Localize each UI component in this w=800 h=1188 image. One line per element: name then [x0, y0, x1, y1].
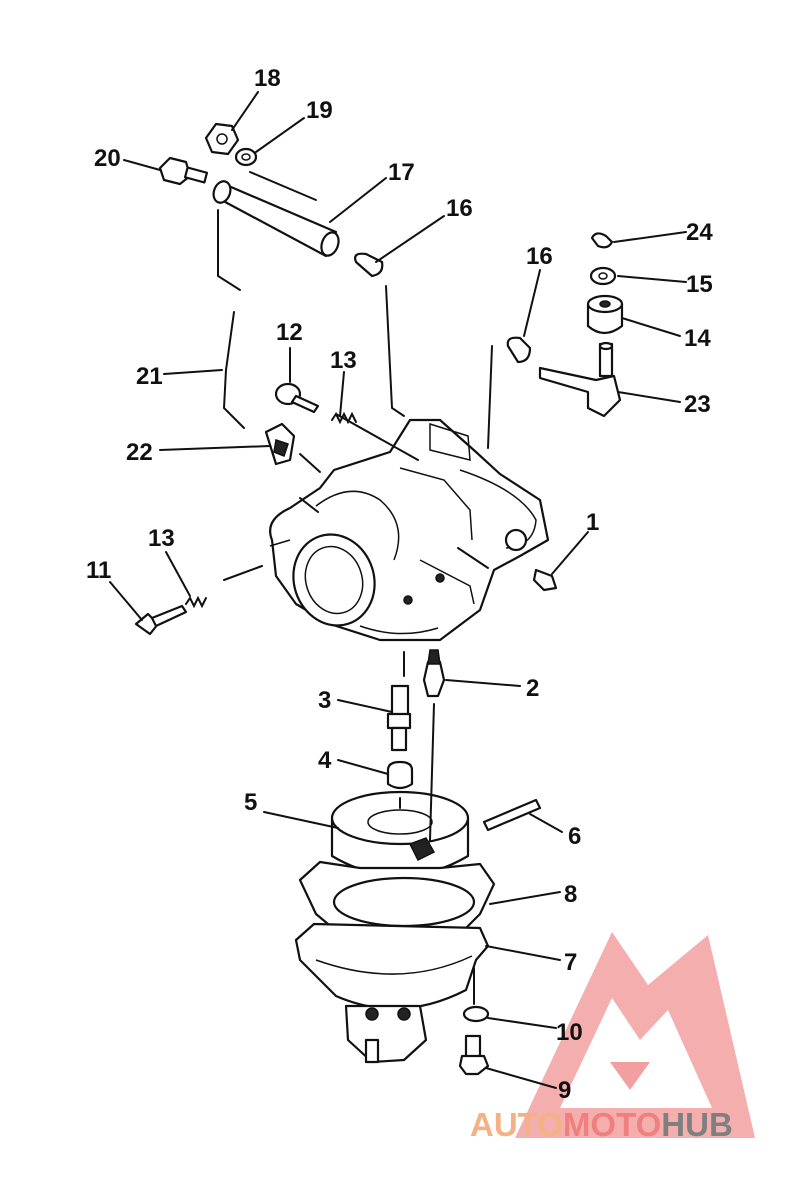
callout-2: 2: [526, 675, 539, 702]
part-19-washer: [234, 147, 258, 167]
part-22-knob: [264, 422, 296, 466]
callout-7: 7: [564, 949, 577, 976]
leader-lines: [109, 91, 687, 1089]
part-18-nut: [204, 122, 240, 156]
callout-11: 11: [86, 557, 111, 584]
callout-22: 22: [126, 439, 153, 466]
callout-17: 17: [388, 159, 415, 186]
part-14-roller: [586, 294, 624, 335]
part-4-plug: [386, 760, 414, 790]
part-24-clip: [590, 232, 614, 249]
callout-23: 23: [684, 391, 711, 418]
part-20-bolt: [158, 156, 209, 186]
part-1-screw: [532, 568, 558, 592]
callout-13-upper: 13: [330, 347, 357, 374]
part-3-jet: [386, 684, 412, 752]
watermark-text: AUTOMOTOHUB: [470, 1106, 733, 1143]
callout-15: 15: [686, 271, 713, 298]
watermark-hub: HUB: [661, 1106, 733, 1143]
part-17-linkage: [212, 171, 340, 258]
part-9-bolt: [458, 1034, 490, 1076]
part-10-washer: [462, 1005, 490, 1023]
callout-labels: 1 2 3 4 5 6 7 8 9 10 11 12 13 13 14 15 1…: [86, 65, 713, 1104]
watermark-logo: [515, 932, 755, 1138]
watermark-moto: MOTO: [563, 1106, 661, 1143]
callout-6: 6: [568, 823, 581, 850]
watermark-auto: AUTO: [470, 1106, 563, 1143]
part-carburetor-body: [269, 418, 550, 642]
part-15-washer: [589, 266, 617, 286]
callout-5: 5: [244, 789, 257, 816]
callout-16-right: 16: [526, 243, 553, 270]
part-13-spring-lower: [185, 595, 207, 609]
callout-13-lower: 13: [148, 525, 175, 552]
callout-16-upper: 16: [446, 195, 473, 222]
part-11-screw: [134, 604, 188, 636]
part-12-screw: [274, 382, 320, 414]
part-16-clip-left: [354, 252, 384, 278]
part-7-float-bowl: [294, 922, 490, 1064]
part-2-needle: [422, 649, 446, 698]
part-5-float: [330, 790, 470, 877]
part-6-pin: [482, 798, 542, 832]
callout-10: 10: [556, 1019, 583, 1046]
callout-8: 8: [564, 881, 577, 908]
callout-9: 9: [558, 1077, 571, 1104]
callout-1: 1: [586, 509, 599, 536]
callout-24: 24: [686, 219, 713, 246]
callout-18: 18: [254, 65, 281, 92]
svg-text:AUTOMOTOHUB: AUTOMOTOHUB: [470, 1106, 733, 1143]
callout-19: 19: [306, 97, 333, 124]
callout-4: 4: [318, 747, 332, 774]
part-23-lever: [538, 341, 622, 418]
callout-3: 3: [318, 687, 331, 714]
callout-21: 21: [136, 363, 163, 390]
callout-12: 12: [276, 319, 303, 346]
callout-20: 20: [94, 145, 121, 172]
part-8-gasket: [298, 860, 496, 944]
assembly-guide-lines: [223, 285, 493, 1005]
part-16-clip-right: [506, 336, 532, 364]
callout-14: 14: [684, 325, 711, 352]
part-21-rod: [217, 209, 245, 429]
